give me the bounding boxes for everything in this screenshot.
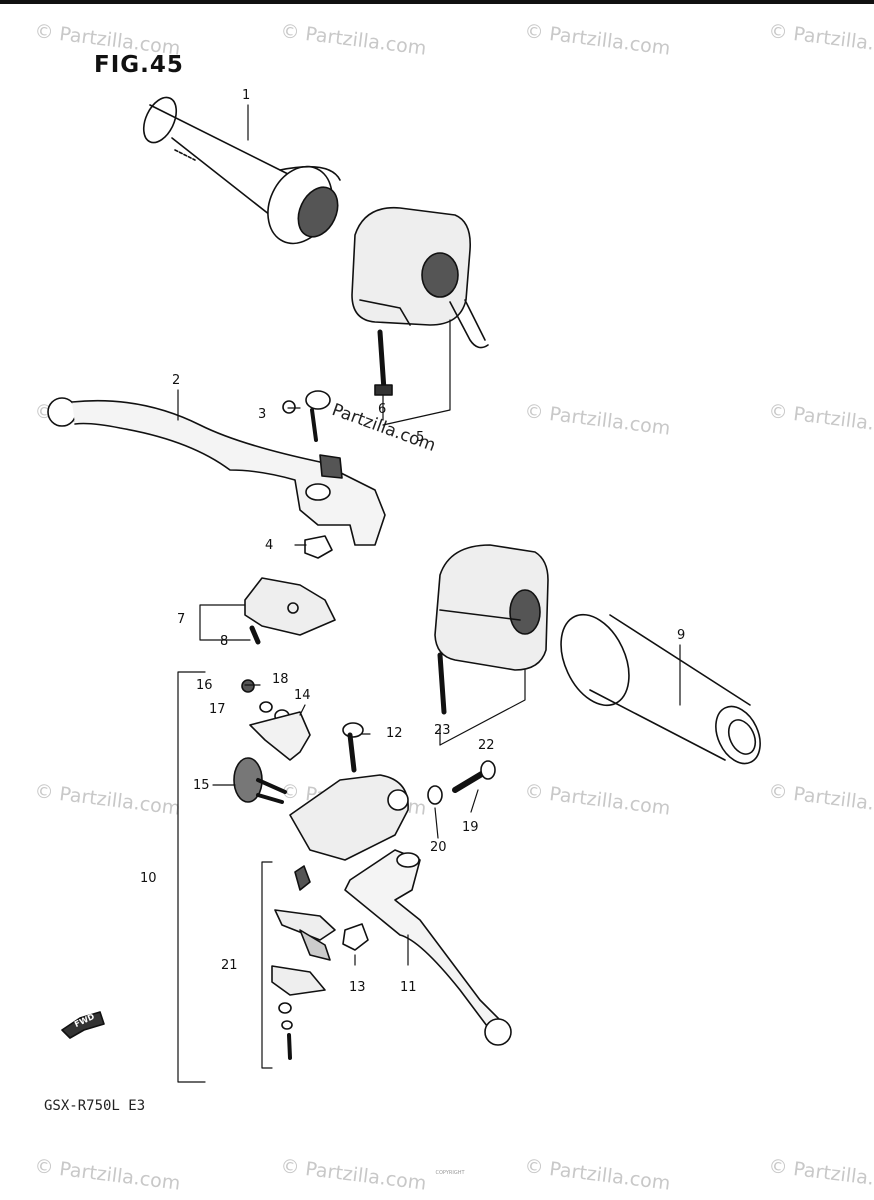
top-border [0,0,874,4]
callout-2: 2 [172,373,181,388]
callout-18: 18 [272,672,289,687]
callout-1: 1 [242,88,251,103]
brake-lever-part-2 [47,397,386,546]
callout-15: 15 [193,778,210,793]
callout-16: 16 [196,678,213,693]
model-code: GSX-R750L E3 [44,1098,146,1114]
screw-part-6 [374,329,393,396]
callout-7: 7 [177,612,186,627]
nut-part-4 [304,535,333,559]
callout-4: 4 [265,538,274,553]
callout-8: 8 [220,634,229,649]
callout-22: 22 [478,738,495,753]
right-grip-part-9 [560,613,761,765]
switch-kit-part-21 [271,865,336,1060]
lever-holder-part-10 [289,774,409,861]
pivot-bolt-part-3 [282,390,331,442]
right-switch-box-part-22 [434,544,549,671]
bolt-part-19 [452,760,496,793]
callout-3: 3 [258,407,267,422]
callout-17: 17 [209,702,226,717]
left-grip-part-1 [142,96,341,245]
footer-note: COPYRIGHT [435,1170,465,1176]
screw-part-16 [241,679,255,693]
callout-19: 19 [462,820,479,835]
callout-6: 6 [378,402,387,417]
leader-lines [177,104,681,1083]
figure-title: FIG.45 [94,52,184,78]
callout-20: 20 [430,840,447,855]
callout-14: 14 [294,688,311,703]
bracket-part-14 [249,711,311,761]
callout-11: 11 [400,980,417,995]
callout-5: 5 [416,430,425,445]
pivot-bolt-part-12 [342,722,364,773]
left-switch-box-part-5 [351,206,489,349]
fwd-arrow-icon [61,1011,105,1039]
screw-part-23 [437,652,447,715]
callout-12: 12 [386,726,403,741]
callout-23: 23 [434,723,451,738]
brake-switch-part-7 [244,577,336,645]
washer-part-17 [259,701,273,713]
washer-part-20 [427,785,443,805]
callout-9: 9 [677,628,686,643]
adjuster-knob-part-15 [233,757,287,804]
callout-13: 13 [349,980,366,995]
nut-part-13 [342,923,369,951]
callout-21: 21 [221,958,238,973]
callout-10: 10 [140,871,157,886]
clutch-lever-part-11 [344,849,512,1046]
